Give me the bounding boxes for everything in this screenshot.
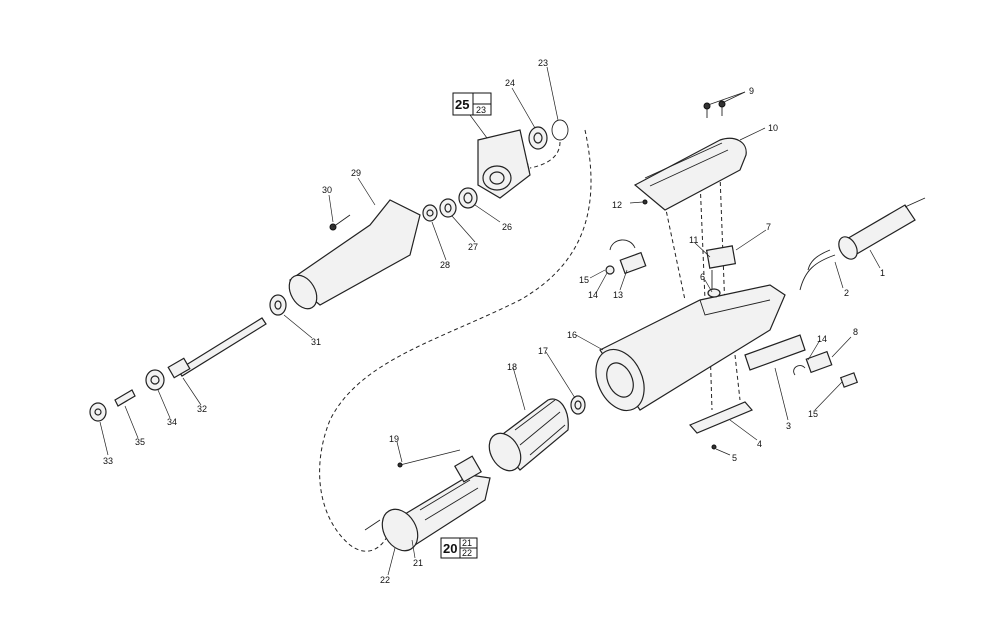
label-part-6: 6 xyxy=(700,272,705,282)
label-part-9: 9 xyxy=(749,86,754,96)
label-part-3: 3 xyxy=(786,421,791,431)
part-nut-28 xyxy=(422,204,438,222)
part-screws-top xyxy=(703,100,726,118)
part-spindle-shaft xyxy=(167,317,267,379)
label-part-22: 22 xyxy=(380,575,390,585)
part-collet-nut-34 xyxy=(145,369,165,391)
kit-lower-sub-bottom: 22 xyxy=(462,548,472,558)
kit-box-lower: 20 21 22 xyxy=(440,537,478,559)
label-part-27: 27 xyxy=(468,242,478,252)
label-part-30: 30 xyxy=(322,185,332,195)
assembly-path xyxy=(319,129,592,552)
part-bearing-24 xyxy=(528,126,548,150)
label-part-33: 33 xyxy=(103,456,113,466)
label-part-26: 26 xyxy=(502,222,512,232)
part-bearing-26 xyxy=(458,187,478,209)
label-part-10: 10 xyxy=(768,123,778,133)
label-part-5: 5 xyxy=(732,453,737,463)
part-bearing-17 xyxy=(570,395,586,415)
part-brush-right xyxy=(839,372,859,388)
label-part-31: 31 xyxy=(311,337,321,347)
kit-lower-sub-top: 21 xyxy=(462,538,472,548)
label-part-18: 18 xyxy=(507,362,517,372)
label-part-14-left: 14 xyxy=(588,290,598,300)
label-part-19: 19 xyxy=(389,434,399,444)
part-switch-ring xyxy=(707,288,721,298)
part-switch xyxy=(705,245,737,290)
part-gear-flange xyxy=(477,129,531,199)
kit-upper-main: 25 xyxy=(455,97,469,112)
part-armature xyxy=(364,455,491,552)
label-part-8: 8 xyxy=(853,327,858,337)
part-label-plate xyxy=(744,334,806,371)
part-small-screw xyxy=(642,199,648,205)
part-base-plate xyxy=(688,401,754,434)
kit-lower-main: 20 xyxy=(443,541,457,556)
label-part-12: 12 xyxy=(612,200,622,210)
label-part-14-right: 14 xyxy=(817,334,827,344)
leader-lines xyxy=(99,66,881,576)
part-motor-housing xyxy=(595,284,786,412)
part-housing-screw xyxy=(329,214,351,231)
label-part-23: 23 xyxy=(538,58,548,68)
label-part-2: 2 xyxy=(844,288,849,298)
label-part-15-right: 15 xyxy=(808,409,818,419)
label-part-32: 32 xyxy=(197,404,207,414)
part-cord-plug xyxy=(838,197,926,260)
kit-upper-sub: 23 xyxy=(476,105,486,115)
label-part-17: 17 xyxy=(538,346,548,356)
label-part-16: 16 xyxy=(567,330,577,340)
part-spring-left xyxy=(605,265,615,275)
part-top-cover xyxy=(633,137,747,211)
label-part-28: 28 xyxy=(440,260,450,270)
label-part-21: 21 xyxy=(413,558,423,568)
label-part-1: 1 xyxy=(880,268,885,278)
part-long-screw xyxy=(399,449,461,466)
label-part-11: 11 xyxy=(689,235,698,245)
part-extension-housing xyxy=(288,199,421,310)
part-stator xyxy=(488,398,569,472)
label-part-13: 13 xyxy=(613,290,623,300)
part-snap-ring xyxy=(551,119,569,141)
part-cable xyxy=(799,254,836,291)
label-part-34: 34 xyxy=(167,417,177,427)
part-brush-holder-right xyxy=(793,350,833,376)
label-part-35: 35 xyxy=(135,437,145,447)
part-nut-33 xyxy=(89,402,107,422)
part-collet-35 xyxy=(114,389,136,407)
label-part-7: 7 xyxy=(766,222,771,232)
label-part-29: 29 xyxy=(351,168,361,178)
label-part-4: 4 xyxy=(757,439,762,449)
part-bearing-27 xyxy=(439,198,457,218)
curved-arrow-path xyxy=(529,141,561,169)
kit-box-upper: 25 23 xyxy=(452,92,492,116)
part-bearing-31 xyxy=(269,294,287,316)
label-part-15-left: 15 xyxy=(579,275,589,285)
label-part-24: 24 xyxy=(505,78,515,88)
part-brush-holder-left xyxy=(609,239,647,275)
part-base-screw xyxy=(711,444,717,450)
